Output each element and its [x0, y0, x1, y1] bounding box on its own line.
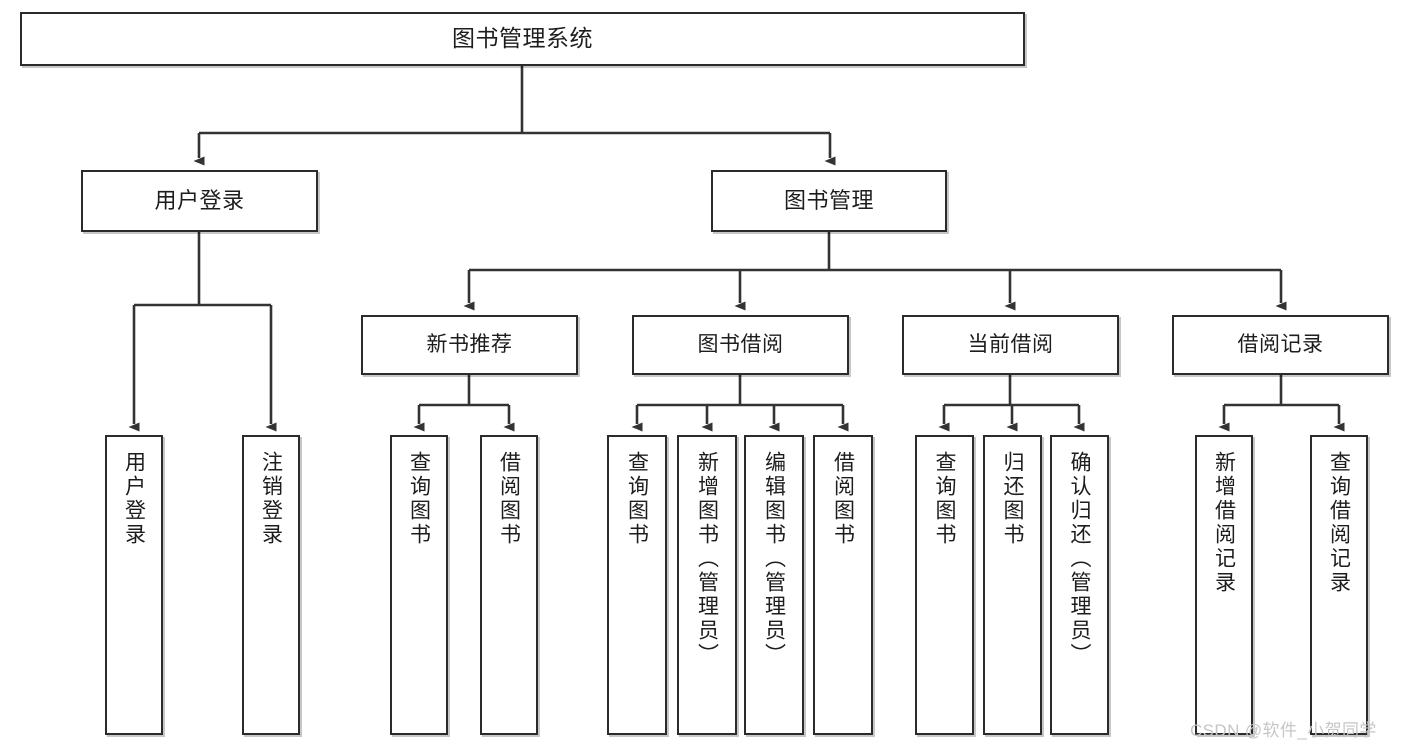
node-root-label: 图书管理系统 [452, 25, 593, 52]
node-new-book-recommend[interactable]: 新书推荐 [361, 315, 578, 375]
node-new-book-recommend-label: 新书推荐 [426, 333, 513, 357]
node-leaf-label: 编辑图书（管理员） [762, 451, 786, 667]
node-leaf-return-book[interactable]: 归还图书 [983, 435, 1042, 735]
node-leaf-query-book-2[interactable]: 查询图书 [607, 435, 667, 735]
node-leaf-query-book-3[interactable]: 查询图书 [915, 435, 974, 735]
node-user-login[interactable]: 用户登录 [81, 170, 318, 232]
node-leaf-label: 新增图书（管理员） [695, 451, 719, 667]
node-leaf-label: 归还图书 [1001, 451, 1024, 547]
node-leaf-label: 查询借阅记录 [1327, 451, 1351, 595]
node-leaf-label: 查询图书 [625, 451, 649, 547]
node-leaf-borrow-book-2[interactable]: 借阅图书 [813, 435, 873, 735]
node-leaf-label: 借阅图书 [497, 451, 521, 547]
node-leaf-label: 确认归还（管理员） [1068, 451, 1091, 667]
node-leaf-query-book-1[interactable]: 查询图书 [390, 435, 448, 735]
node-leaf-label: 用户登录 [122, 451, 146, 547]
node-borrow-record-label: 借阅记录 [1237, 333, 1324, 357]
node-root-system[interactable]: 图书管理系统 [20, 12, 1025, 66]
node-leaf-edit-book[interactable]: 编辑图书（管理员） [744, 435, 804, 735]
node-leaf-user-login[interactable]: 用户登录 [105, 435, 163, 735]
node-leaf-label: 借阅图书 [831, 451, 855, 547]
node-leaf-borrow-book-1[interactable]: 借阅图书 [480, 435, 538, 735]
node-leaf-label: 注销登录 [259, 451, 283, 547]
node-book-borrow-label: 图书借阅 [697, 333, 784, 357]
node-leaf-label: 查询图书 [933, 451, 956, 547]
node-leaf-confirm-return[interactable]: 确认归还（管理员） [1050, 435, 1109, 735]
node-book-management[interactable]: 图书管理 [711, 170, 947, 232]
node-user-login-label: 用户登录 [154, 187, 245, 213]
node-book-management-label: 图书管理 [783, 187, 874, 213]
node-leaf-add-book[interactable]: 新增图书（管理员） [677, 435, 737, 735]
node-leaf-label: 查询图书 [407, 451, 431, 547]
node-leaf-user-logout[interactable]: 注销登录 [242, 435, 300, 735]
node-book-borrow[interactable]: 图书借阅 [632, 315, 849, 375]
node-leaf-label: 新增借阅记录 [1212, 451, 1236, 595]
node-current-borrow[interactable]: 当前借阅 [902, 315, 1119, 375]
node-borrow-record[interactable]: 借阅记录 [1172, 315, 1389, 375]
connectors [128, 66, 1345, 432]
node-current-borrow-label: 当前借阅 [967, 333, 1054, 357]
node-leaf-add-record[interactable]: 新增借阅记录 [1195, 435, 1253, 735]
node-leaf-query-record[interactable]: 查询借阅记录 [1310, 435, 1368, 735]
